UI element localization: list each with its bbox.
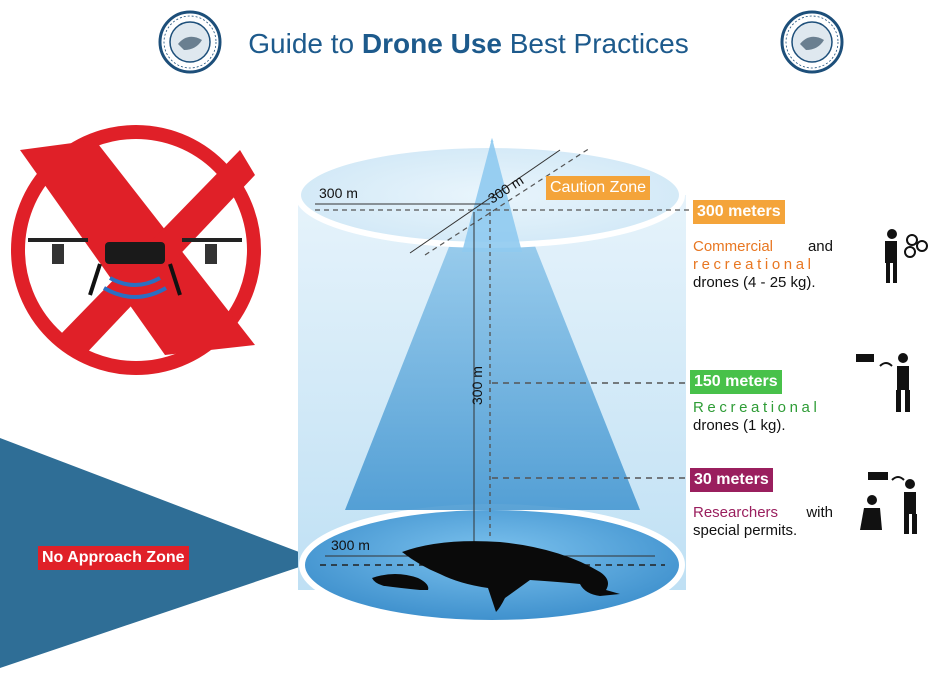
ocean-research-logo-right — [780, 10, 844, 74]
diagonal-line — [424, 147, 591, 256]
no-drone-sign — [11, 125, 261, 375]
whale-icon — [402, 541, 620, 612]
tier-30m-description: Researchers with special permits. — [693, 504, 833, 539]
top-radius-label: 300 m — [319, 185, 358, 201]
calf-icon — [372, 574, 429, 590]
tier-300m-description: Commercial and recreational drones (4 - … — [693, 238, 833, 291]
no-approach-zone-label: No Approach Zone — [38, 546, 189, 570]
tier-30m-badge: 30 meters — [690, 468, 773, 492]
caution-zone-label: Caution Zone — [546, 176, 651, 200]
recreational-pilot-icon — [856, 353, 910, 412]
commercial-pilot-icon — [885, 229, 928, 283]
tier-150m-badge: 150 meters — [690, 370, 782, 394]
page-title: Guide to Drone Use Best Practices — [248, 28, 689, 59]
tier-300m-badge: 300 meters — [693, 200, 785, 224]
tier-150m-description: Recreational drones (1 kg). — [693, 399, 821, 434]
bottom-radius-label: 300 m — [331, 537, 370, 553]
ocean-research-logo-left — [158, 10, 222, 74]
drone-view-cone — [345, 138, 640, 510]
vertical-label: 300 m — [469, 366, 485, 405]
researcher-pilot-icon — [860, 472, 917, 534]
